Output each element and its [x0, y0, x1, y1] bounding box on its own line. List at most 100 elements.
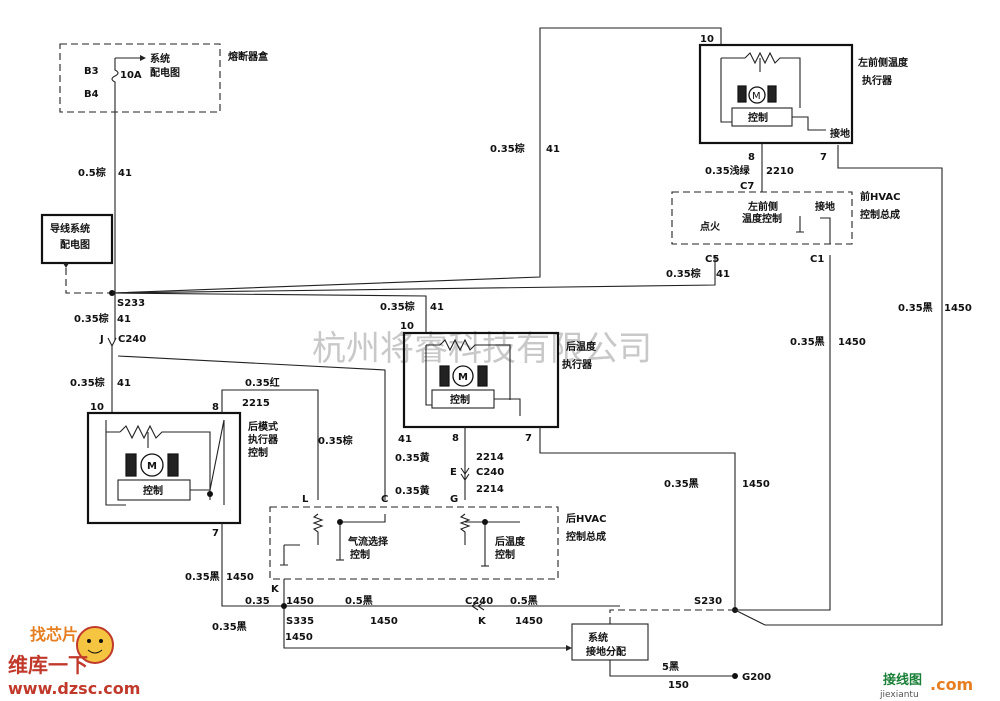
wire-label-1450-2: 1450 [286, 596, 314, 607]
wire-label-1450-7: 1450 [838, 337, 866, 348]
front-hvac-ignition: 点火 [700, 220, 721, 233]
front-hvac-control: C7 C5 C1 左前侧 温度控制 接地 点火 前HVAC 控制总成 [671, 181, 901, 265]
wire-label-41-1: 41 [118, 168, 132, 179]
label-e: E [450, 467, 457, 478]
rear-hvac-pin-g: G [450, 494, 458, 505]
splice-s335 [281, 603, 287, 609]
logo-left-url: www.dzsc.com [8, 679, 140, 698]
wire-label-2214-1: 2214 [476, 452, 504, 463]
wire-label-41-j: 41 [117, 378, 131, 389]
front-hvac-c5: C5 [705, 254, 719, 265]
wire-label-41-top: 41 [546, 144, 560, 155]
logo-left-top: 找芯片 [30, 625, 78, 644]
logo-right-main: 接线图 [883, 672, 922, 688]
wire-label-05black-2: 0.5黑 [510, 595, 538, 607]
rear-temp-pin8: 8 [452, 433, 459, 444]
fuse-pin-b3: B3 [84, 66, 99, 77]
rear-hvac-temp1: 后温度 [495, 535, 526, 548]
wire-label-1450-5: 1450 [515, 616, 543, 627]
wire-label-035brown-j: 0.35棕 [70, 376, 105, 389]
wire-label-035yellow-2: 0.35黄 [395, 484, 430, 497]
rear-temp-pin10: 10 [400, 321, 414, 332]
lf-actuator-title1: 左前侧温度 [857, 56, 909, 69]
rear-mode-pin10: 10 [90, 402, 104, 413]
wire-label-5black: 5黑 [662, 661, 679, 673]
wire-label-05black-1: 0.5黑 [345, 595, 373, 607]
wire-label-1450-3: 1450 [742, 479, 770, 490]
ground-point-g200: G200 [742, 672, 771, 683]
label-s335: S335 [286, 616, 314, 627]
ground-dist-line2: 接地分配 [586, 645, 626, 658]
rear-mode-title1: 后模式 [248, 420, 278, 433]
label-k: K [478, 616, 487, 627]
label-s230: S230 [694, 596, 722, 607]
fuse-box-title: 熔断器盒 [228, 50, 269, 63]
lf-actuator-motor: M [752, 91, 761, 102]
wire-label-150: 150 [668, 680, 689, 691]
lf-actuator-pin8: 8 [748, 152, 755, 163]
rear-mode-motor: M [147, 461, 157, 472]
label-c240-j: C240 [118, 334, 146, 345]
logo-left-main: 维库一下 [8, 653, 88, 677]
lf-actuator-control: 控制 [748, 111, 768, 124]
lf-actuator-pin10: 10 [700, 34, 714, 45]
rear-hvac-pin-k: K [271, 584, 280, 595]
label-s233: S233 [117, 298, 145, 309]
rear-hvac-title1: 后HVAC [566, 512, 607, 525]
wire-label-035lightgreen: 0.35浅绿 [705, 164, 751, 177]
front-hvac-inner2: 温度控制 [742, 212, 782, 225]
rear-mode-control: 控制 [143, 484, 163, 497]
rear-hvac-airflow1: 气流选择 [347, 535, 389, 548]
fuse-rating: 10A [120, 70, 142, 81]
wire-label-2215: 2215 [242, 398, 270, 409]
logo-right-sub: jiexiantu [879, 690, 919, 700]
rear-mode-title3: 控制 [248, 446, 268, 459]
rear-mode-pin7: 7 [212, 528, 219, 539]
wire-label-035red: 0.35红 [245, 376, 280, 389]
logo-right-com: .com [930, 675, 973, 694]
fuse-symbol [111, 58, 119, 112]
rear-hvac-pin-c: C [381, 494, 388, 505]
wire-label-035: 0.35 [245, 596, 270, 607]
wire-label-035black-1: 0.35黑 [185, 571, 220, 583]
rear-temp-motor: M [458, 372, 468, 383]
front-hvac-c1: C1 [810, 254, 824, 265]
wire-label-035black-3: 0.35黑 [212, 621, 247, 633]
rear-mode-title2: 执行器 [248, 433, 279, 446]
wiring-system-box: 导线系统 配电图 [40, 213, 115, 294]
left-front-actuator: 10 8 7 M 控制 接地 左前侧温度 执行器 [698, 34, 909, 163]
wire-label-2210: 2210 [766, 166, 794, 177]
rear-hvac-temp2: 控制 [495, 548, 515, 561]
rear-hvac-title2: 控制总成 [566, 530, 606, 543]
watermark: 杭州将睿科技有限公司 [312, 329, 652, 369]
ground-dist-line1: 系统 [588, 631, 608, 644]
wire-label-035black-2: 0.35黑 [664, 478, 699, 490]
wire-label-41-c: 41 [398, 434, 412, 445]
wire-label-1450-1: 1450 [226, 572, 254, 583]
wire-label-41-mid: 41 [430, 302, 444, 313]
rear-hvac-control: L C G K 气流选择 控制 后温度 控制 后HVAC 控制总成 [269, 494, 607, 595]
logo-right: 接线图 jiexiantu .com [879, 672, 973, 700]
lf-actuator-pin7: 7 [820, 152, 827, 163]
front-hvac-ground: 接地 [815, 200, 835, 213]
ground-distribution: 系统 接地分配 5黑 150 G200 [566, 623, 771, 691]
front-hvac-title1: 前HVAC [860, 190, 901, 203]
rear-temp-control: 控制 [450, 393, 470, 406]
wire-label-1450-8: 1450 [944, 303, 972, 314]
wire-label-035brown-mid: 0.35棕 [380, 300, 415, 313]
logo-left: 找芯片 维库一下 www.dzsc.com [8, 625, 140, 698]
wire-label-035brown-top: 0.35棕 [490, 142, 525, 155]
wire-label-1450-6: 1450 [285, 632, 313, 643]
fuse-box: B3 B4 10A 系统 配电图 熔断器盒 [59, 43, 269, 113]
lf-actuator-ground: 接地 [830, 127, 850, 140]
rear-temp-title1: 后温度 [566, 340, 597, 353]
wire-label-035brown-c5: 0.35棕 [666, 267, 701, 280]
wire-label-035black-4: 0.35黑 [790, 336, 825, 348]
wire-label-035black-5: 0.35黑 [898, 302, 933, 314]
lf-actuator-title2: 执行器 [862, 74, 893, 87]
fuse-note-line2: 配电图 [150, 66, 180, 79]
wiring-box-line2: 配电图 [60, 238, 90, 251]
rear-hvac-pin-l: L [302, 494, 309, 505]
wire-label-1450-4: 1450 [370, 616, 398, 627]
